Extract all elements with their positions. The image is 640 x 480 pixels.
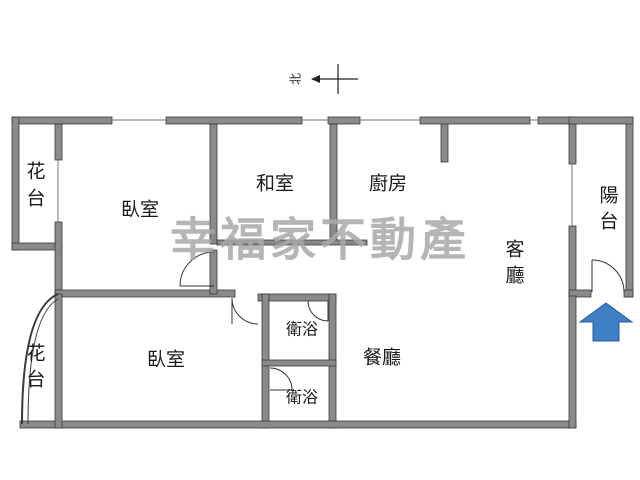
wall-bedroom-bottom-left <box>54 293 63 429</box>
wall-living-balcony-2 <box>568 225 577 297</box>
wall-right-lower <box>568 295 577 429</box>
wall-balcony-bottom <box>568 289 592 298</box>
wall-top-4 <box>419 116 531 125</box>
door-bedroom-top-swing <box>179 251 215 287</box>
wall-kitchen-living <box>440 123 449 163</box>
wall-bath-mid <box>261 359 337 367</box>
door-bedroom-bottom-swing <box>231 297 259 325</box>
label-flower-bed-bottom-2: 台 <box>26 369 45 391</box>
label-flower-bed-top-2: 台 <box>26 188 45 210</box>
flowerbed-curved <box>21 293 59 425</box>
wall-living-balcony <box>568 123 577 165</box>
label-flower-bed-bottom-1: 花 <box>26 343 45 365</box>
compass-arrow-icon <box>311 75 320 83</box>
wall-flowerbed-top-divider <box>54 123 63 161</box>
walls <box>11 116 634 429</box>
compass: 北 <box>289 64 358 94</box>
doors <box>179 251 625 391</box>
label-bedroom-bottom: 臥室 <box>147 349 185 371</box>
label-dining-room: 餐廳 <box>363 347 401 369</box>
room-labels: 花 台 臥室 和室 廚房 客 廳 陽 台 花 台 臥室 衛浴 衛浴 餐廳 <box>26 161 618 407</box>
entrance-arrow-icon <box>578 302 634 342</box>
label-bathroom-top: 衛浴 <box>286 320 318 339</box>
wall-top-1 <box>11 116 113 125</box>
wall-flowerbed-top-divider-2 <box>54 221 63 295</box>
flowerbed-curve-outer <box>21 293 59 425</box>
compass-north-label: 北 <box>289 73 303 85</box>
wall-middle-right <box>257 293 337 302</box>
wall-middle-left <box>54 289 236 298</box>
label-kitchen: 廚房 <box>369 172 407 195</box>
label-japanese-room: 和室 <box>256 173 294 195</box>
wall-bedroom-japanese <box>209 123 218 245</box>
label-bathroom-bottom: 衛浴 <box>286 388 318 407</box>
wall-top-3 <box>327 116 361 125</box>
watermark: 幸福家不動產 <box>170 213 470 267</box>
door-bath-bottom-swing <box>269 367 293 391</box>
wall-balcony-top <box>568 116 634 125</box>
wall-top-2 <box>165 116 303 125</box>
wall-bottom <box>19 420 577 429</box>
label-balcony-1: 陽 <box>599 185 618 207</box>
wall-flowerbed-top-bottom <box>11 242 63 251</box>
wall-bedroom-door-jamb <box>209 249 218 295</box>
flowerbed-curve-inner <box>27 298 59 425</box>
label-balcony-2: 台 <box>599 211 618 233</box>
label-bedroom-top: 臥室 <box>121 199 159 221</box>
wall-japanese-bottom <box>216 239 368 246</box>
wall-balcony-right <box>625 116 634 298</box>
wall-left-top <box>11 116 20 251</box>
door-entrance-swing <box>591 259 625 293</box>
label-flower-bed-top-1: 花 <box>26 161 45 183</box>
label-living-room-2: 廳 <box>505 265 524 287</box>
door-bath-top-swing <box>307 300 329 322</box>
label-living-room-1: 客 <box>505 239 524 261</box>
wall-balcony-bottom-2 <box>623 289 634 298</box>
